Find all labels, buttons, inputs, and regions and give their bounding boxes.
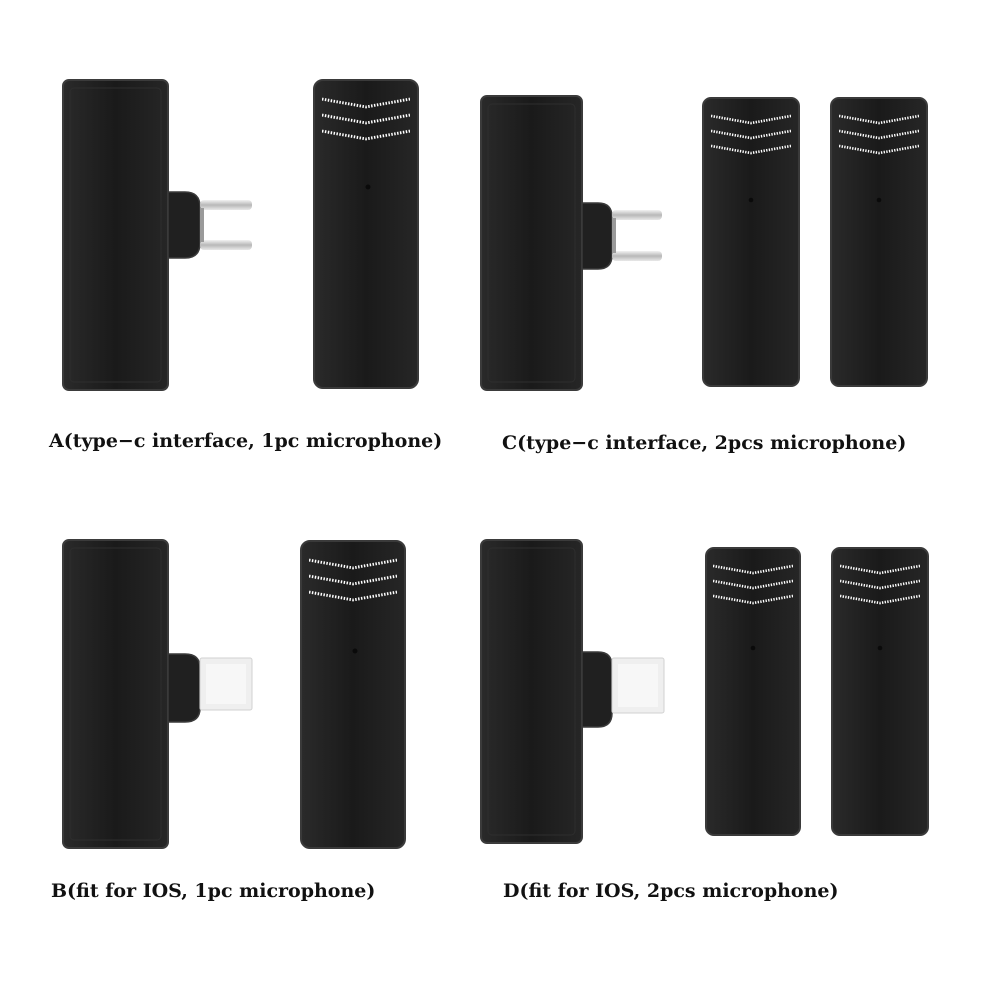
receiver-lightning — [62, 539, 253, 849]
variant-b: B(fit for IOS, 1pc microphone) — [0, 0, 500, 1001]
lightning-plug-icon — [611, 657, 665, 714]
variant-a: A(type−c interface, 1pc microphone) — [0, 0, 500, 500]
caption-c: C(type−c interface, 2pcs microphone) — [502, 432, 907, 454]
type-c-plug-icon — [612, 210, 662, 261]
type-c-plug-icon — [200, 200, 252, 250]
mic-hole-icon — [352, 648, 358, 654]
microphone-unit — [702, 97, 800, 387]
mic-hole-icon — [876, 197, 882, 203]
receiver-type-c — [62, 79, 252, 391]
caption-b: B(fit for IOS, 1pc microphone) — [51, 880, 376, 902]
microphone-unit — [830, 97, 928, 387]
microphone-unit — [313, 79, 419, 389]
caption-a: A(type−c interface, 1pc microphone) — [49, 430, 443, 452]
variant-c: C(type−c interface, 2pcs microphone) — [0, 0, 1001, 500]
mic-hole-icon — [748, 197, 754, 203]
mic-hole-icon — [750, 645, 756, 651]
caption-d: D(fit for IOS, 2pcs microphone) — [503, 880, 839, 902]
lightning-plug-icon — [199, 657, 253, 711]
receiver-type-c — [480, 95, 662, 391]
microphone-unit — [300, 540, 406, 849]
mic-hole-icon — [365, 184, 371, 190]
mic-hole-icon — [877, 645, 883, 651]
